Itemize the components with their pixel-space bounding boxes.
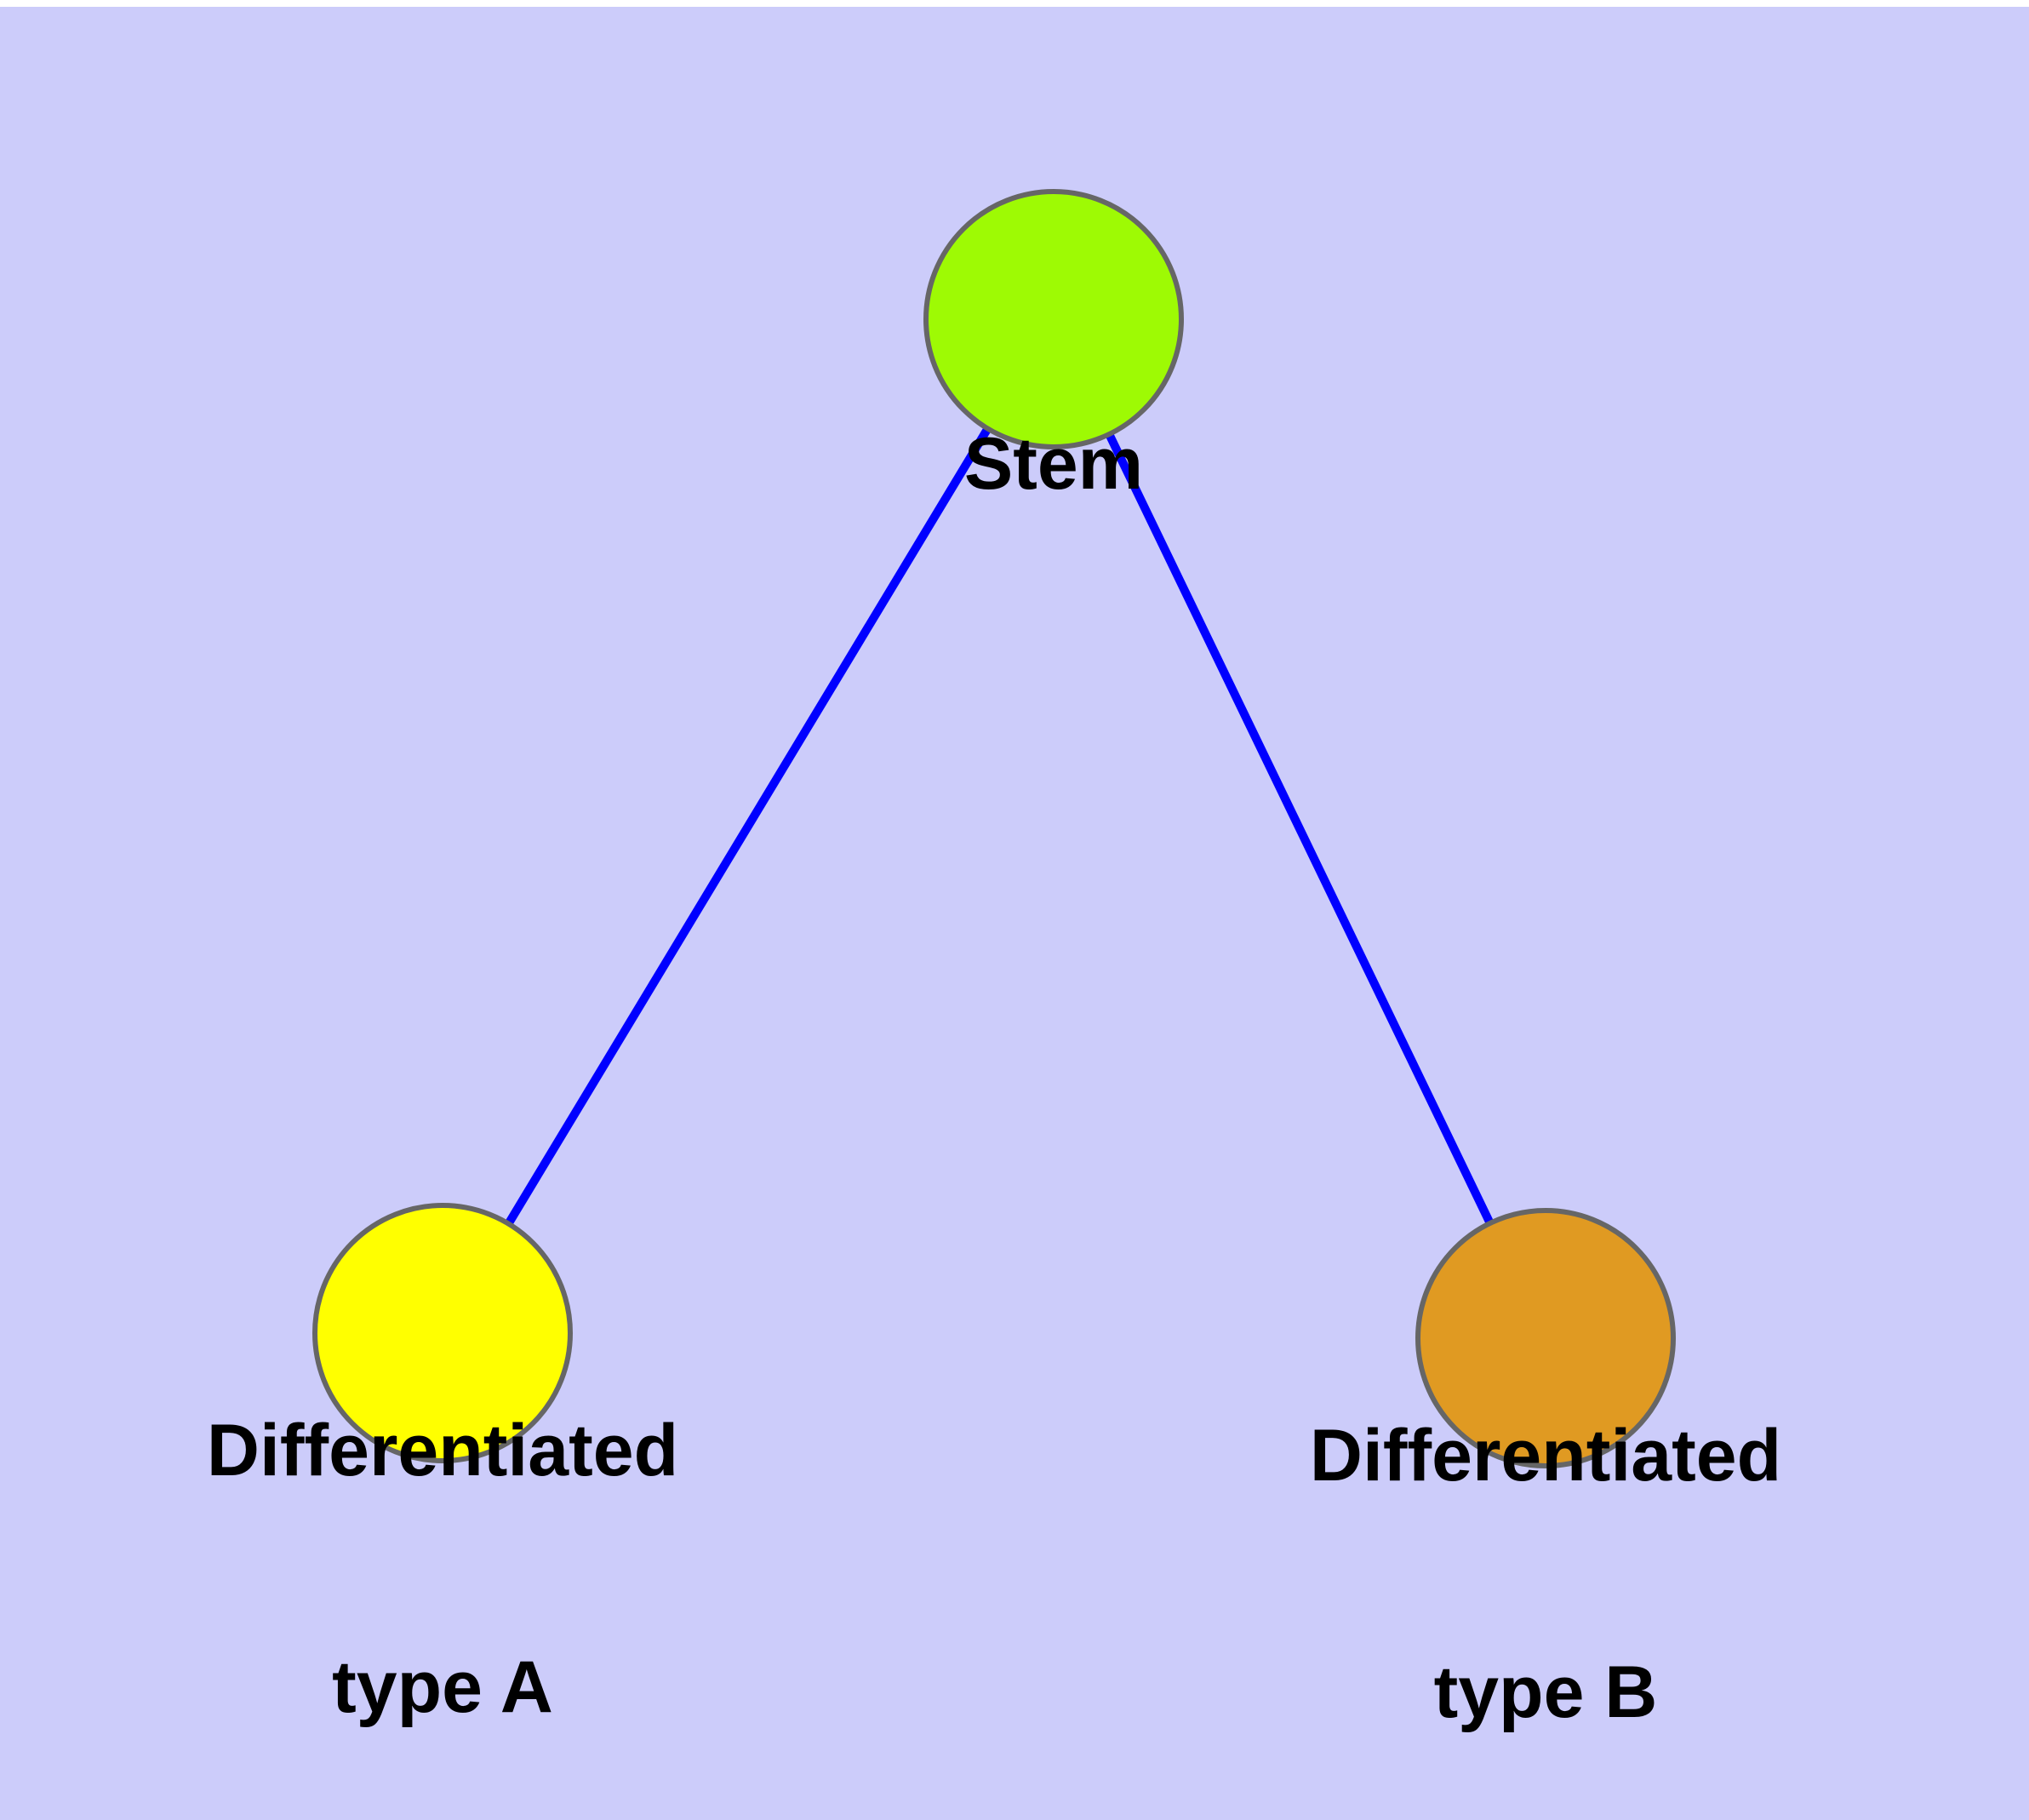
edge-stem-to-type-a[interactable] <box>438 317 1058 1336</box>
node-layer <box>312 189 1676 1468</box>
node-stem[interactable] <box>923 189 1184 449</box>
node-differentiated-type-a[interactable] <box>312 1203 573 1463</box>
node-differentiated-type-b[interactable] <box>1415 1208 1676 1468</box>
edge-layer <box>438 317 1550 1341</box>
edge-stem-to-type-b[interactable] <box>1049 317 1550 1341</box>
